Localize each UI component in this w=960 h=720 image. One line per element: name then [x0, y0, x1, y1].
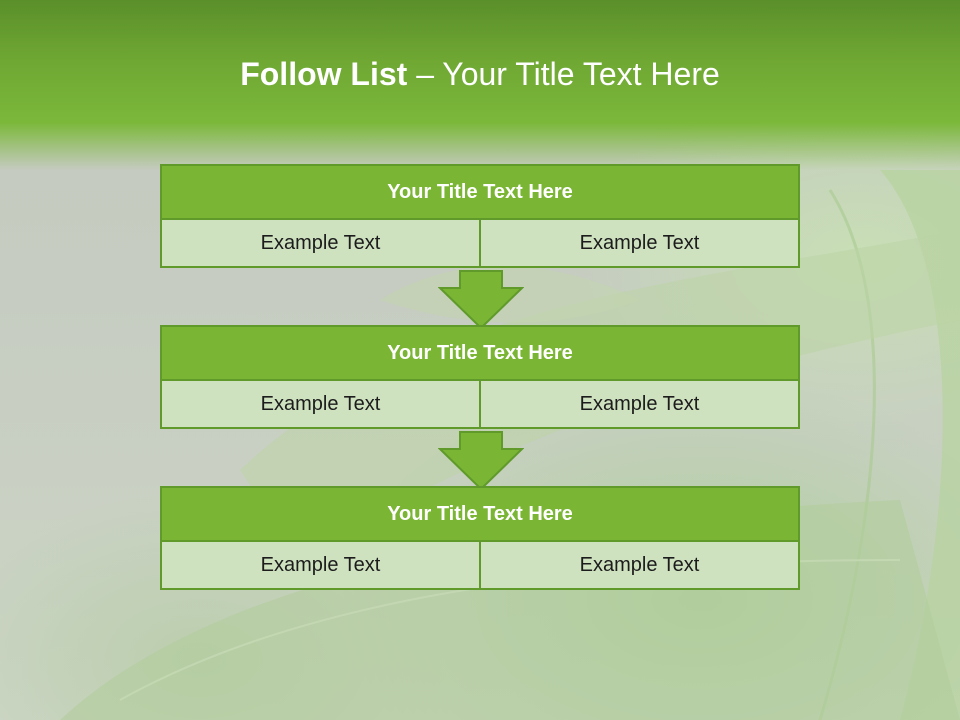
step-cell-left: Example Text	[160, 540, 481, 590]
step-row: Example Text Example Text	[160, 379, 800, 429]
slide-title-bold: Follow List	[240, 56, 408, 92]
step-title: Your Title Text Here	[160, 486, 800, 542]
step-title: Your Title Text Here	[160, 164, 800, 220]
step-block-3: Your Title Text Here Example Text Exampl…	[160, 486, 800, 590]
down-arrow-icon	[438, 270, 524, 330]
step-title: Your Title Text Here	[160, 325, 800, 381]
step-cell-right: Example Text	[479, 218, 800, 268]
step-block-2: Your Title Text Here Example Text Exampl…	[160, 325, 800, 429]
step-cell-left: Example Text	[160, 218, 481, 268]
step-cell-right: Example Text	[479, 379, 800, 429]
step-cell-left: Example Text	[160, 379, 481, 429]
step-block-1: Your Title Text Here Example Text Exampl…	[160, 164, 800, 268]
step-row: Example Text Example Text	[160, 540, 800, 590]
step-row: Example Text Example Text	[160, 218, 800, 268]
slide-title: Follow List – Your Title Text Here	[0, 56, 960, 93]
header-band	[0, 0, 960, 170]
down-arrow-icon	[438, 431, 524, 491]
slide-title-rest: – Your Title Text Here	[407, 56, 720, 92]
step-cell-right: Example Text	[479, 540, 800, 590]
